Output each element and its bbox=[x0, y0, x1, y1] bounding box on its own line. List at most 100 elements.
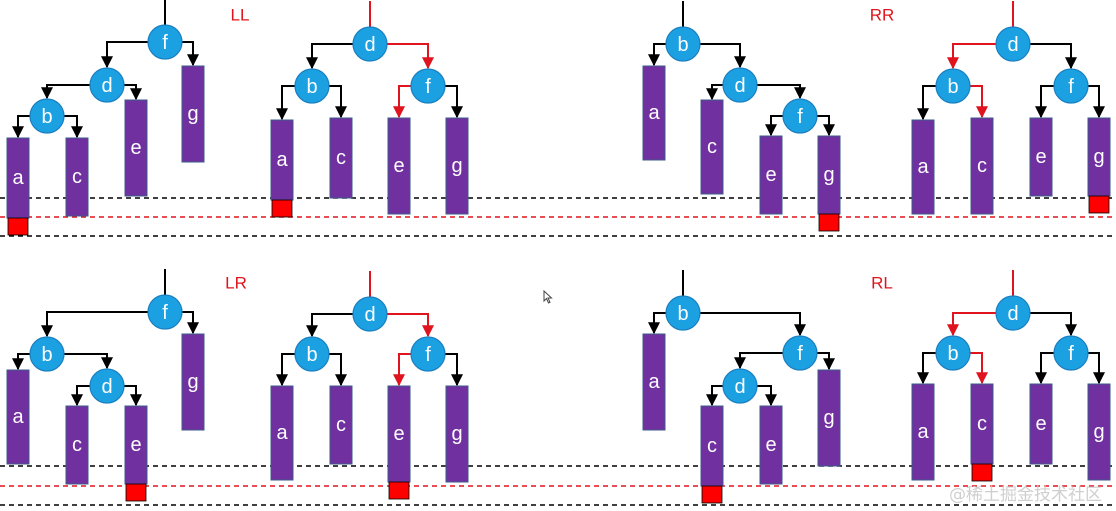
subtree-bar-g bbox=[445, 385, 469, 483]
subtree-bar-g bbox=[181, 65, 205, 163]
tree-edge bbox=[757, 84, 806, 100]
tree-node-d bbox=[352, 26, 388, 62]
subtree-label-c: c bbox=[336, 147, 346, 169]
tree-node-d bbox=[89, 67, 125, 103]
node-label-b: b bbox=[677, 303, 688, 325]
tree-edge bbox=[124, 385, 142, 407]
subtree-bar-c bbox=[700, 99, 724, 195]
tree-node-b bbox=[665, 295, 701, 331]
subtree-bar-c bbox=[65, 405, 89, 485]
tree-edge bbox=[276, 85, 295, 121]
tree-node-b bbox=[29, 98, 65, 134]
tree-edge bbox=[700, 312, 806, 337]
tree-node-f bbox=[410, 336, 446, 372]
mouse-cursor-icon bbox=[543, 290, 553, 304]
tree-edge bbox=[1088, 85, 1105, 119]
tree-edge bbox=[1030, 312, 1077, 337]
subtree-label-g: g bbox=[187, 371, 198, 393]
tree-edge bbox=[1035, 85, 1054, 119]
tree-edge bbox=[917, 352, 936, 385]
node-label-d: d bbox=[101, 376, 112, 398]
node-label-b: b bbox=[306, 76, 317, 98]
tree-node-f bbox=[1053, 335, 1089, 371]
subtree-label-g: g bbox=[451, 423, 462, 445]
tree-node-b bbox=[29, 336, 65, 372]
node-label-f: f bbox=[425, 76, 431, 98]
height-overflow-block bbox=[971, 463, 993, 482]
subtree-label-a: a bbox=[276, 422, 288, 444]
tree-edge bbox=[445, 353, 463, 387]
case-label: LR bbox=[225, 274, 247, 293]
case-label: LL bbox=[231, 6, 250, 25]
subtree-label-g: g bbox=[823, 407, 834, 429]
height-overflow-block bbox=[125, 483, 147, 502]
subtree-label-g: g bbox=[1093, 146, 1104, 168]
tree-node-d bbox=[722, 67, 758, 103]
tree-node-d bbox=[89, 368, 125, 404]
tree-edge bbox=[1088, 352, 1105, 385]
node-label-b: b bbox=[41, 106, 52, 128]
height-overflow-block bbox=[818, 213, 840, 232]
tree-edge bbox=[970, 85, 988, 119]
node-label-b: b bbox=[947, 76, 958, 98]
tree-node-f bbox=[147, 24, 183, 60]
subtree-bar-g bbox=[817, 369, 841, 467]
tree-edge bbox=[700, 43, 746, 69]
tree-edge bbox=[12, 115, 30, 139]
subtree-label-e: e bbox=[393, 155, 404, 177]
subtree-bar-a bbox=[911, 383, 935, 481]
subtree-bar-g bbox=[181, 333, 205, 431]
subtree-bar-a bbox=[270, 385, 294, 481]
subtree-bar-e bbox=[387, 117, 411, 215]
subtree-label-a: a bbox=[917, 421, 929, 443]
node-label-f: f bbox=[1068, 343, 1074, 365]
subtree-label-c: c bbox=[72, 434, 82, 456]
tree-edge bbox=[1035, 352, 1054, 385]
subtree-label-c: c bbox=[707, 136, 717, 158]
tree-edge bbox=[64, 115, 83, 139]
subtree-label-g: g bbox=[187, 103, 198, 125]
tree-edge bbox=[757, 385, 777, 407]
node-label-d: d bbox=[1007, 303, 1018, 325]
case-label: RL bbox=[871, 274, 893, 293]
subtree-bar-c bbox=[65, 137, 89, 217]
subtree-bar-a bbox=[642, 333, 666, 431]
subtree-label-e: e bbox=[130, 137, 141, 159]
node-label-d: d bbox=[1007, 34, 1018, 56]
subtree-label-e: e bbox=[130, 434, 141, 456]
subtree-label-e: e bbox=[765, 434, 776, 456]
subtree-label-e: e bbox=[1035, 413, 1046, 435]
tree-edge bbox=[706, 84, 723, 101]
subtree-label-e: e bbox=[765, 164, 776, 186]
subtree-bar-e bbox=[759, 135, 783, 215]
height-overflow-block bbox=[1088, 195, 1110, 214]
tree-node-b bbox=[935, 335, 971, 371]
node-label-d: d bbox=[364, 304, 375, 326]
node-label-f: f bbox=[797, 106, 803, 128]
tree-node-f bbox=[782, 98, 818, 134]
height-overflow-block bbox=[271, 199, 293, 218]
tree-edge bbox=[124, 84, 142, 101]
subtree-bar-e bbox=[1029, 383, 1053, 465]
tree-edge bbox=[970, 352, 988, 385]
subtree-label-c: c bbox=[977, 155, 987, 177]
subtree-label-e: e bbox=[393, 423, 404, 445]
tree-node-b bbox=[294, 68, 330, 104]
tree-edge bbox=[387, 313, 434, 338]
tree-edge bbox=[393, 85, 411, 119]
subtree-label-c: c bbox=[707, 435, 717, 457]
tree-edge bbox=[306, 43, 353, 70]
node-label-f: f bbox=[162, 302, 168, 324]
node-label-f: f bbox=[1068, 76, 1074, 98]
subtree-label-c: c bbox=[977, 413, 987, 435]
node-label-b: b bbox=[947, 343, 958, 365]
tree-edge bbox=[947, 43, 996, 70]
tree-edge bbox=[41, 311, 148, 338]
